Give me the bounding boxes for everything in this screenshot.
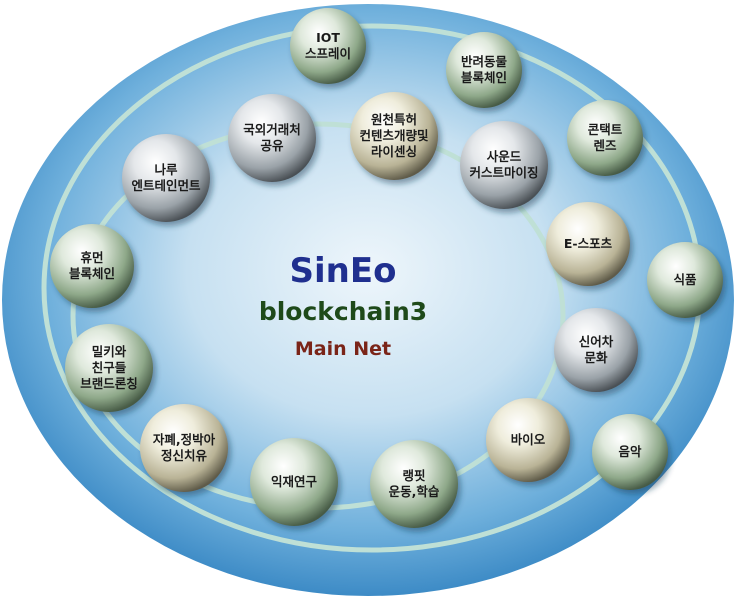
node-sphere (122, 134, 210, 222)
node-label: 식품 (673, 272, 697, 287)
node-sphere (50, 224, 134, 308)
node-label: 랭핏 (402, 468, 425, 483)
node-label: 렌즈 (593, 138, 617, 153)
node-label: IOT (316, 30, 340, 45)
node-label: 신어차 (579, 334, 614, 349)
center-subtitle: blockchain3 (259, 297, 427, 326)
node-e-sports: E-스포츠 (546, 202, 630, 286)
node-sphere (567, 100, 643, 176)
node-label: 커스트마이징 (469, 165, 538, 180)
node-sphere (350, 92, 438, 180)
node-label: 블록체인 (461, 70, 507, 85)
node-sphere (370, 440, 458, 528)
node-label: 국외거래처 (243, 122, 301, 137)
node-sphere (592, 414, 668, 490)
node-sphere (554, 308, 638, 392)
node-label: 스프레이 (305, 46, 351, 61)
node-label: 정신치유 (161, 448, 208, 463)
node-sphere (228, 94, 316, 182)
center-network: Main Net (295, 338, 391, 360)
node-label: 공유 (260, 138, 284, 153)
node-label: 블록체인 (69, 266, 115, 281)
node-label: 나루 (154, 162, 178, 177)
node-label: 브랜드론칭 (80, 376, 138, 391)
node-food: 식품 (647, 242, 723, 318)
node-label: 엔트테인먼트 (131, 178, 201, 193)
node-label: 사운드 (487, 149, 522, 164)
node-bio: 바이오 (486, 398, 570, 482)
node-label: 컨텐츠개량및 (359, 128, 428, 143)
node-sphere (647, 242, 723, 318)
node-sphere (446, 32, 522, 108)
node-sphere (140, 404, 228, 492)
node-label: 반려동물 (461, 54, 508, 69)
node-sphere (460, 121, 548, 209)
node-music: 음악 (592, 414, 668, 490)
node-label: 콘택트 (588, 122, 623, 137)
node-label: 친구들 (92, 360, 127, 375)
node-sphere (290, 8, 366, 84)
center-title: SinEo (290, 251, 397, 291)
node-label: 휴먼 (80, 250, 103, 265)
node-medical-research: 익재연구 (250, 438, 338, 526)
node-label: 라이센싱 (371, 144, 417, 159)
node-sphere (486, 398, 570, 482)
node-label: 바이오 (511, 432, 546, 447)
node-sphere (250, 438, 338, 526)
node-label: 밀키와 (92, 344, 127, 359)
node-label: 익재연구 (271, 474, 318, 489)
node-sphere (546, 202, 630, 286)
node-label: 음악 (618, 444, 642, 459)
node-label: 문화 (584, 350, 608, 365)
node-label: 자폐,정박아 (153, 432, 216, 447)
node-sphere (65, 324, 153, 412)
node-label: E-스포츠 (564, 236, 613, 251)
node-label: 운동,학습 (389, 484, 440, 499)
node-label: 원천특허 (371, 112, 417, 127)
